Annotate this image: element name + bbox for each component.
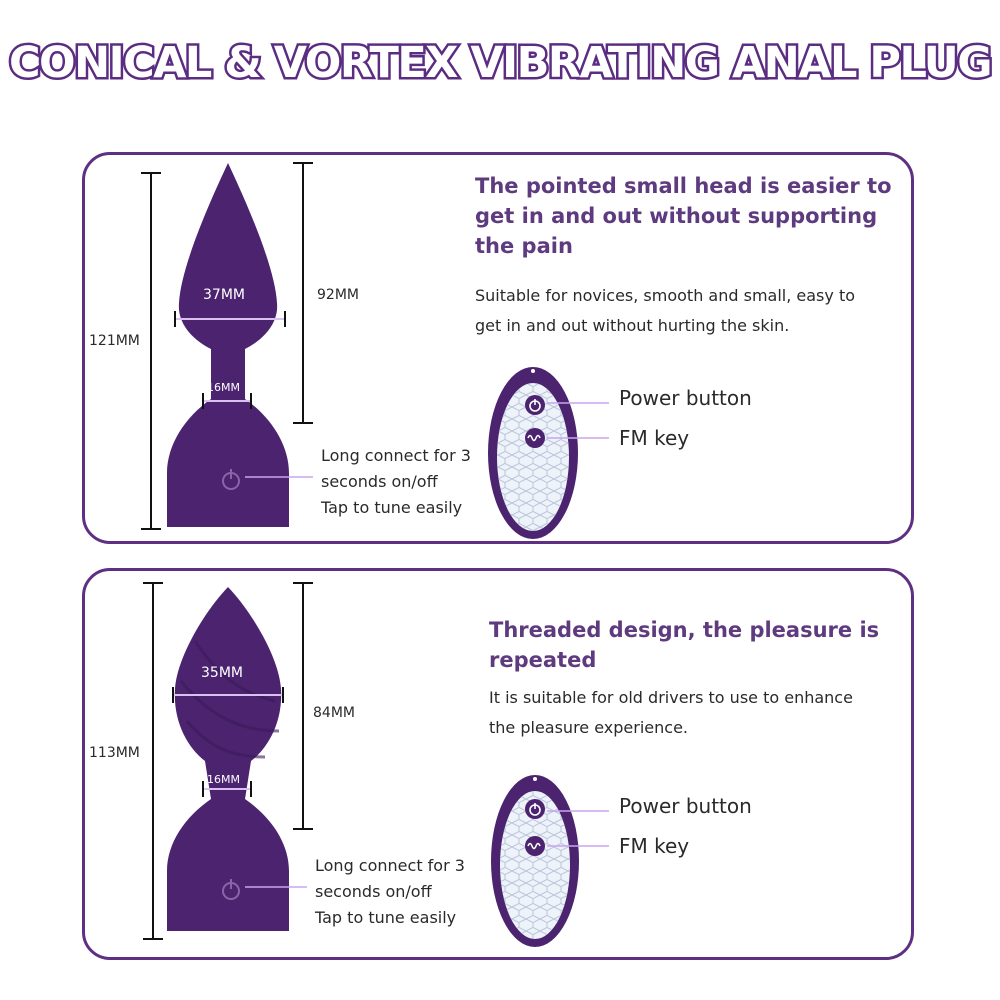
total-height-label: 113MM xyxy=(89,745,140,761)
head-length-label: 92MM xyxy=(317,287,359,303)
section-conical: 121MM 92MM 37MM 16MM Long connect for 3 … xyxy=(82,152,914,544)
vortex-plug-body xyxy=(167,587,289,931)
page-title: CONICAL & VORTEX VIBRATING ANAL PLUG xyxy=(6,36,995,91)
vortex-plug-illustration xyxy=(143,582,609,947)
head-width-dimension-line xyxy=(174,311,286,327)
button-note: Long connect for 3 seconds on/off Tap to… xyxy=(315,856,465,927)
head-width-label: 35MM xyxy=(201,665,243,681)
section-description: It is suitable for old drivers to use to… xyxy=(489,688,853,737)
fm-key-label: FM key xyxy=(619,834,690,858)
section-description: Suitable for novices, smooth and small, … xyxy=(475,286,856,335)
section-heading: The pointed small head is easier to get … xyxy=(475,174,892,258)
conical-plug-illustration xyxy=(141,162,609,539)
remote-control xyxy=(491,775,609,947)
button-note: Long connect for 3 seconds on/off Tap to… xyxy=(321,446,471,517)
remote-control xyxy=(488,367,609,539)
total-height-dimension-line xyxy=(141,172,161,530)
conical-plug-body xyxy=(167,163,289,527)
fm-key-label: FM key xyxy=(619,426,690,450)
section-vortex: 113MM 84MM 35MM 16MM Long connect for 3 … xyxy=(82,568,914,960)
neck-width-dimension-line xyxy=(202,781,252,797)
power-button-label: Power button xyxy=(619,794,752,818)
neck-width-label: 16MM xyxy=(207,381,240,394)
remote-fm-button xyxy=(525,428,545,448)
head-width-label: 37MM xyxy=(203,287,245,303)
total-height-dimension-line xyxy=(143,582,163,940)
neck-width-dimension-line xyxy=(202,393,252,409)
power-button-label: Power button xyxy=(619,386,752,410)
head-length-label: 84MM xyxy=(313,705,355,721)
head-length-dimension-line xyxy=(293,582,313,830)
head-width-dimension-line xyxy=(172,687,284,703)
remote-fm-button xyxy=(525,836,545,856)
neck-width-label: 16MM xyxy=(207,773,240,786)
head-length-dimension-line xyxy=(293,162,313,424)
total-height-label: 121MM xyxy=(89,333,140,349)
section-heading: Threaded design, the pleasure is repeate… xyxy=(489,618,880,672)
